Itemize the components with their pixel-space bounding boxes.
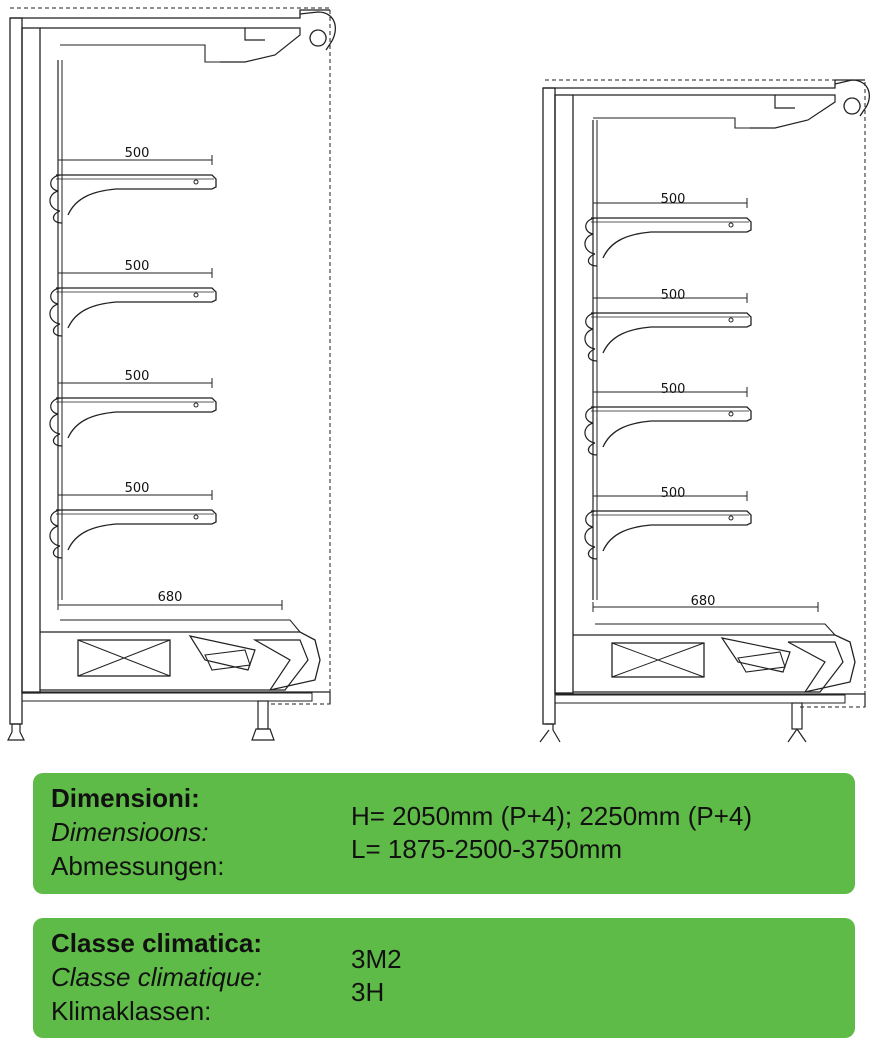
left-shelf-dim-2: 500	[125, 259, 150, 274]
right-shelf-dim-3: 500	[661, 382, 686, 397]
climate-class-panel: Classe climatica: Classe climatique: Kli…	[33, 918, 855, 1038]
climate-labels: Classe climatica: Classe climatique: Kli…	[51, 926, 262, 1028]
cabinet-section-drawings: 500 500 500 500 680	[7, 7, 870, 743]
left-shelf-dim-3: 500	[125, 369, 150, 384]
right-shelf-dim-4: 500	[661, 486, 686, 501]
climate-label-it: Classe climatica:	[51, 928, 263, 958]
dimensions-panel: Dimensioni: Dimensioons: Abmessungen: H=…	[33, 773, 855, 894]
climate-values: 3M2 3H	[351, 943, 402, 1009]
climate-label-de: Klimaklassen:	[51, 996, 212, 1026]
dimensions-height-value: H= 2050mm (P+4); 2250mm (P+4)	[351, 801, 752, 831]
right-shelf-dim-1: 500	[661, 192, 686, 207]
left-dimension-labels: 500 500 500 500 680	[125, 146, 183, 605]
climate-label-fr: Classe climatique:	[51, 962, 262, 992]
dimensions-values: H= 2050mm (P+4); 2250mm (P+4) L= 1875-25…	[351, 800, 752, 866]
right-shelf-dim-2: 500	[661, 288, 686, 303]
right-base-dim: 680	[691, 594, 716, 609]
dimensions-label-de: Abmessungen:	[51, 851, 225, 881]
left-shelf-dim-4: 500	[125, 481, 150, 496]
dimensions-label-fr: Dimensioons:	[51, 817, 209, 847]
left-shelf-dim-1: 500	[125, 146, 150, 161]
right-dimension-labels: 500 500 500 500 680	[661, 192, 716, 609]
dimensions-length-value: L= 1875-2500-3750mm	[351, 834, 623, 864]
left-base-dim: 680	[158, 590, 183, 605]
right-cabinet-drawing	[539, 79, 870, 743]
left-cabinet-drawing	[7, 7, 336, 741]
climate-value-1: 3M2	[351, 944, 402, 974]
climate-value-2: 3H	[351, 977, 385, 1007]
dimensions-labels: Dimensioni: Dimensioons: Abmessungen:	[51, 781, 224, 883]
dimensions-label-it: Dimensioni:	[51, 783, 200, 813]
